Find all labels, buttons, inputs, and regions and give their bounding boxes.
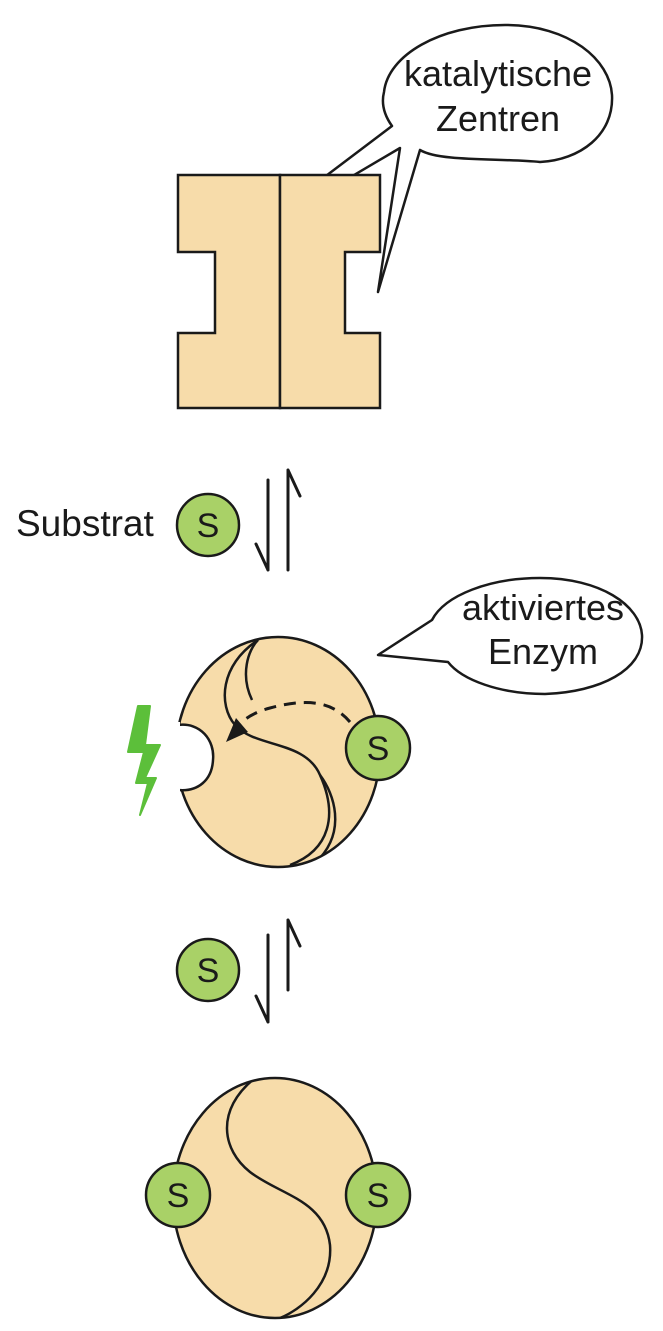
arrow-down-icon	[254, 478, 270, 572]
active-site-notch	[177, 723, 215, 792]
activated-enzyme	[168, 635, 382, 869]
notch-opening	[168, 722, 180, 794]
callout-text-line2: Enzym	[488, 631, 598, 672]
arrow-up-icon	[286, 468, 302, 572]
callout-bubble	[230, 23, 614, 294]
substrate-circle	[175, 937, 241, 1003]
callout-text-line1: katalytische	[404, 53, 592, 94]
substrate-circle	[175, 492, 241, 558]
substrate-symbol: S	[367, 1177, 390, 1215]
callout-catalytic-centers: katalytische Zentren	[230, 23, 614, 294]
arrow-up-icon	[286, 918, 302, 992]
equilibrium-arrows-1	[254, 468, 302, 572]
domain-boundaries	[223, 638, 337, 867]
domain-boundaries	[225, 1078, 332, 1318]
arrow-down-icon	[254, 933, 270, 1024]
substrate-label: Substrat	[16, 503, 155, 544]
arrowhead-icon	[226, 718, 248, 742]
substrate-symbol: S	[197, 952, 220, 990]
substrate-circle	[344, 714, 412, 782]
substrate-symbol: S	[197, 507, 220, 545]
callout-bubble	[376, 576, 644, 696]
lightning-bolt-icon	[127, 705, 161, 816]
substrate-circle	[144, 1161, 212, 1229]
callout-text-line2: Zentren	[436, 98, 560, 139]
callout-text-line1: aktiviertes	[462, 587, 624, 628]
enzyme-half-left	[176, 173, 282, 410]
substrate-molecule-1: S	[175, 492, 241, 558]
dashed-arrow	[236, 701, 352, 728]
equilibrium-arrows-2	[254, 918, 302, 1024]
substrate-molecule-3: S	[175, 937, 241, 1003]
inactive-enzyme	[176, 173, 382, 410]
enzyme-half-right	[278, 173, 382, 410]
callout-activated-enzyme: aktiviertes Enzym	[376, 576, 644, 696]
substrate-symbol: S	[367, 730, 390, 768]
substrate-molecule-2: S	[344, 714, 412, 782]
substrate-circle	[344, 1161, 412, 1229]
substrate-molecule-4: S	[144, 1161, 212, 1229]
substrate-molecule-5: S	[344, 1161, 412, 1229]
substrate-symbol: S	[167, 1177, 190, 1215]
